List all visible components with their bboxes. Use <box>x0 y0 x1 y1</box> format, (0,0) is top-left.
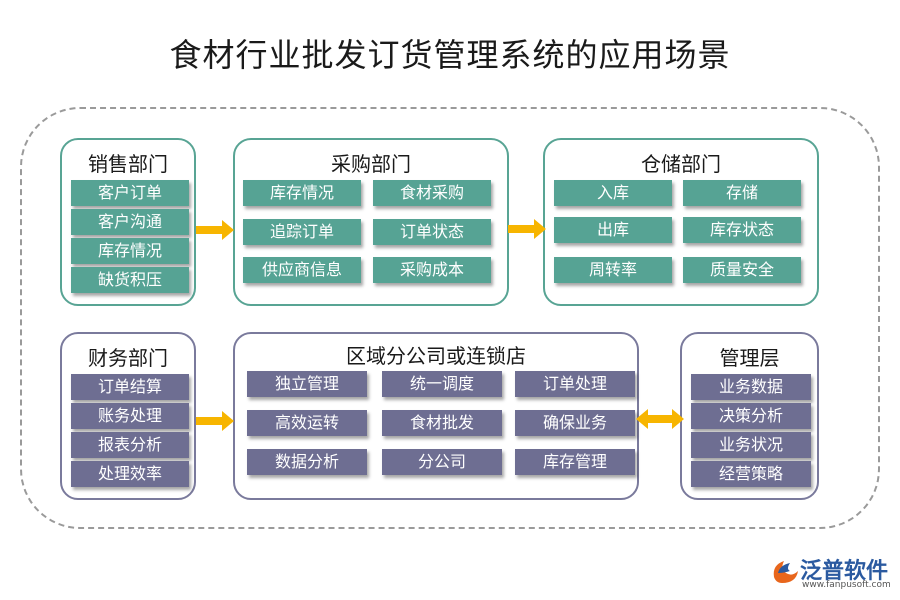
purchase-item: 追踪订单 <box>243 219 361 245</box>
logo-url: www.fanpusoft.com <box>802 580 891 590</box>
management-item: 经营策略 <box>691 461 811 487</box>
region-item: 确保业务 <box>515 410 635 436</box>
region-item: 库存管理 <box>515 449 635 475</box>
region-item: 数据分析 <box>247 449 367 475</box>
sales-item: 客户订单 <box>71 180 189 206</box>
sales-item: 库存情况 <box>71 238 189 264</box>
storage-item: 周转率 <box>554 257 672 283</box>
region-item: 独立管理 <box>247 371 367 397</box>
finance-item: 订单结算 <box>71 374 189 400</box>
storage-department-title: 仓储部门 <box>641 152 721 176</box>
sales-item: 缺货积压 <box>71 267 189 293</box>
purchase-department-box: 采购部门 库存情况 食材采购 追踪订单 订单状态 供应商信息 采购成本 <box>233 138 509 306</box>
sales-department-box: 销售部门 客户订单 客户沟通 库存情况 缺货积压 <box>60 138 196 306</box>
storage-item: 出库 <box>554 217 672 243</box>
finance-item: 账务处理 <box>71 403 189 429</box>
outer-dashed-frame <box>20 107 880 529</box>
purchase-item: 采购成本 <box>373 257 491 283</box>
page-title: 食材行业批发订货管理系统的应用场景 <box>169 36 731 74</box>
sales-department-title: 销售部门 <box>88 152 168 176</box>
double-arrow-region-management-icon <box>636 409 684 429</box>
purchase-department-title: 采购部门 <box>331 152 411 176</box>
finance-item: 报表分析 <box>71 432 189 458</box>
finance-item: 处理效率 <box>71 461 189 487</box>
region-item: 分公司 <box>382 449 502 475</box>
region-item: 订单处理 <box>515 371 635 397</box>
purchase-item: 供应商信息 <box>243 257 361 283</box>
region-item: 高效运转 <box>247 410 367 436</box>
management-box: 管理层 业务数据 决策分析 业务状况 经营策略 <box>680 332 819 500</box>
management-item: 业务数据 <box>691 374 811 400</box>
storage-item: 入库 <box>554 180 672 206</box>
management-title: 管理层 <box>719 346 780 370</box>
finance-department-box: 财务部门 订单结算 账务处理 报表分析 处理效率 <box>60 332 196 500</box>
management-item: 业务状况 <box>691 432 811 458</box>
region-item: 统一调度 <box>382 371 502 397</box>
logo-mark-icon <box>773 561 798 583</box>
sales-item: 客户沟通 <box>71 209 189 235</box>
region-branch-title: 区域分公司或连锁店 <box>346 344 526 368</box>
management-item: 决策分析 <box>691 403 811 429</box>
arrow-sales-to-purchase-icon <box>196 220 234 240</box>
fanpusoft-logo: 泛普软件 www.fanpusoft.com <box>770 553 895 595</box>
storage-item: 存储 <box>683 180 801 206</box>
region-item: 食材批发 <box>382 410 502 436</box>
purchase-item: 订单状态 <box>373 219 491 245</box>
storage-item: 库存状态 <box>683 217 801 243</box>
finance-department-title: 财务部门 <box>88 346 168 370</box>
purchase-item: 食材采购 <box>373 180 491 206</box>
storage-department-box: 仓储部门 入库 存储 出库 库存状态 周转率 质量安全 <box>543 138 819 306</box>
purchase-item: 库存情况 <box>243 180 361 206</box>
storage-item: 质量安全 <box>683 257 801 283</box>
arrow-purchase-to-storage-icon <box>508 219 546 239</box>
region-branch-box: 区域分公司或连锁店 独立管理 统一调度 订单处理 高效运转 食材批发 确保业务 … <box>233 332 639 500</box>
arrow-finance-to-region-icon <box>196 411 234 431</box>
logo-name: 泛普软件 <box>800 559 889 584</box>
